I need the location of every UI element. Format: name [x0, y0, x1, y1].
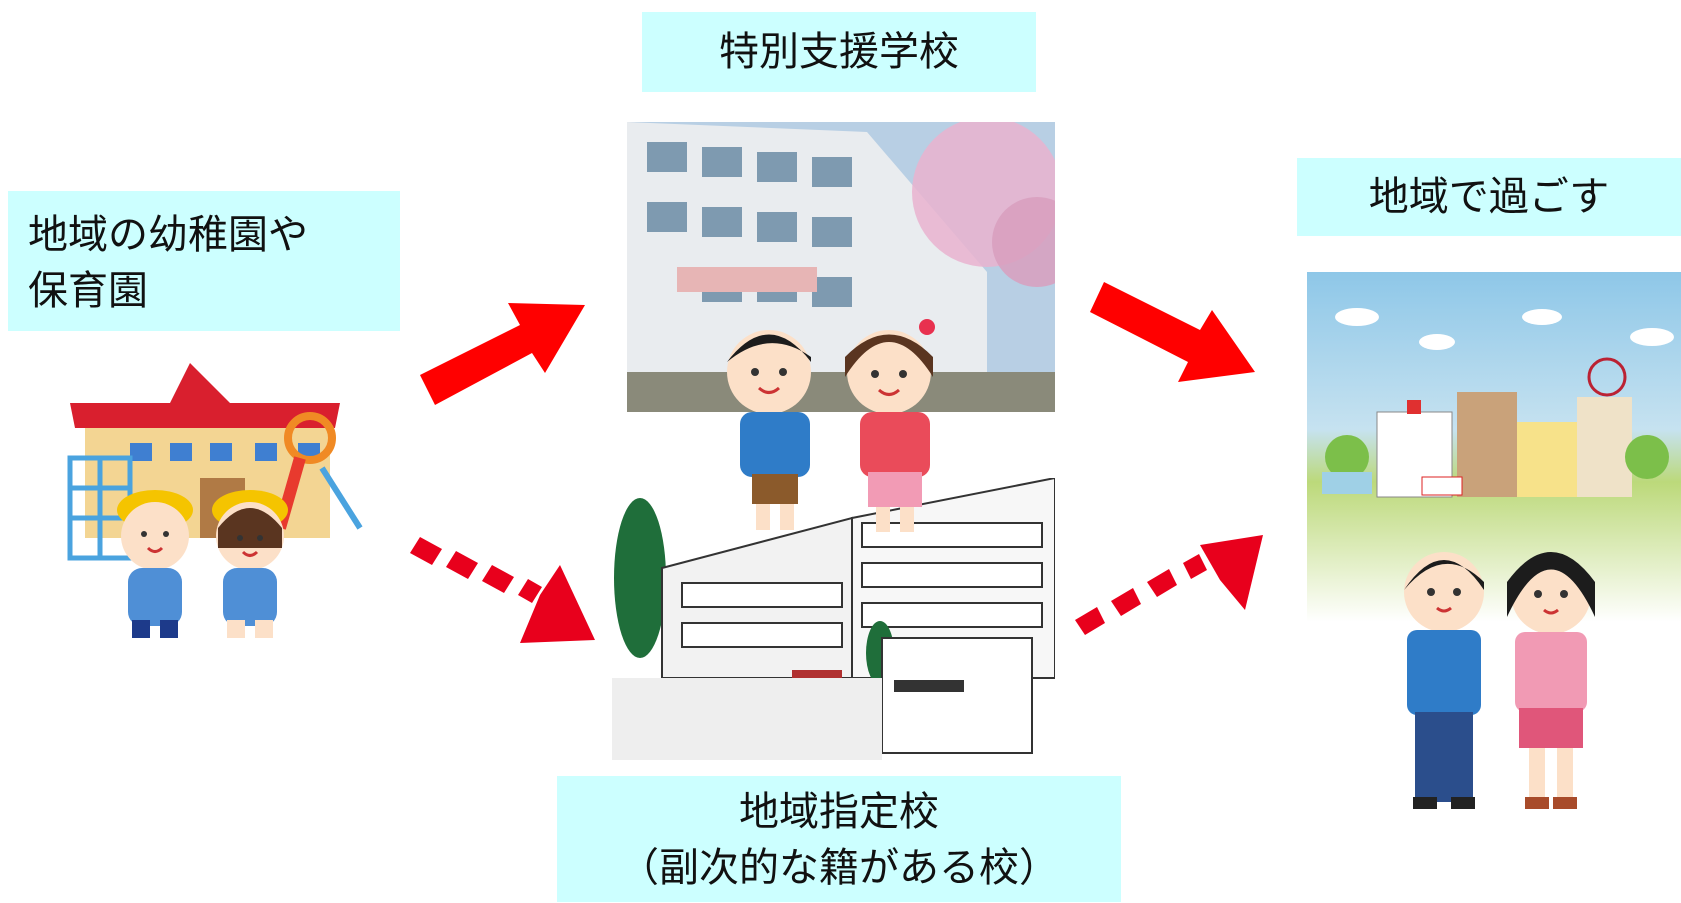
special-school-photo [627, 122, 1055, 412]
photo-boy-icon [727, 330, 811, 412]
kindergarten-label: 地域の幼稚園や 保育園 [8, 191, 400, 331]
child-girl-icon [212, 490, 288, 638]
kindergarten-label-line1: 地域の幼稚園や [28, 212, 308, 258]
regional-school-label: 地域指定校 （副次的な籍がある校） [557, 776, 1121, 902]
children-bodies [740, 412, 930, 532]
arrow-regional-to-community-dashed [1075, 535, 1263, 635]
town-buildings-icon [1322, 357, 1669, 498]
special-school-label: 特別支援学校 [642, 12, 1036, 92]
arrow-kinder-to-regional-dashed [410, 537, 595, 643]
kindergarten-building-icon [67, 363, 363, 561]
arrow-special-to-community [1090, 282, 1255, 382]
child-boy-icon [117, 490, 193, 638]
kindergarten-illustration [67, 363, 363, 638]
photo-girl-icon [845, 319, 935, 412]
arrow-kinder-to-special [420, 303, 585, 405]
regional-school-label-line2: （副次的な籍がある校） [619, 845, 1059, 891]
regional-school-illustration [612, 478, 1055, 760]
adult-man-icon [1404, 552, 1484, 809]
community-label: 地域で過ごす [1297, 158, 1681, 236]
regional-school-label-line1: 地域指定校 [739, 789, 939, 835]
community-illustration [1307, 272, 1681, 809]
kindergarten-label-line2: 保育園 [28, 268, 148, 314]
adult-woman-icon [1507, 552, 1595, 809]
